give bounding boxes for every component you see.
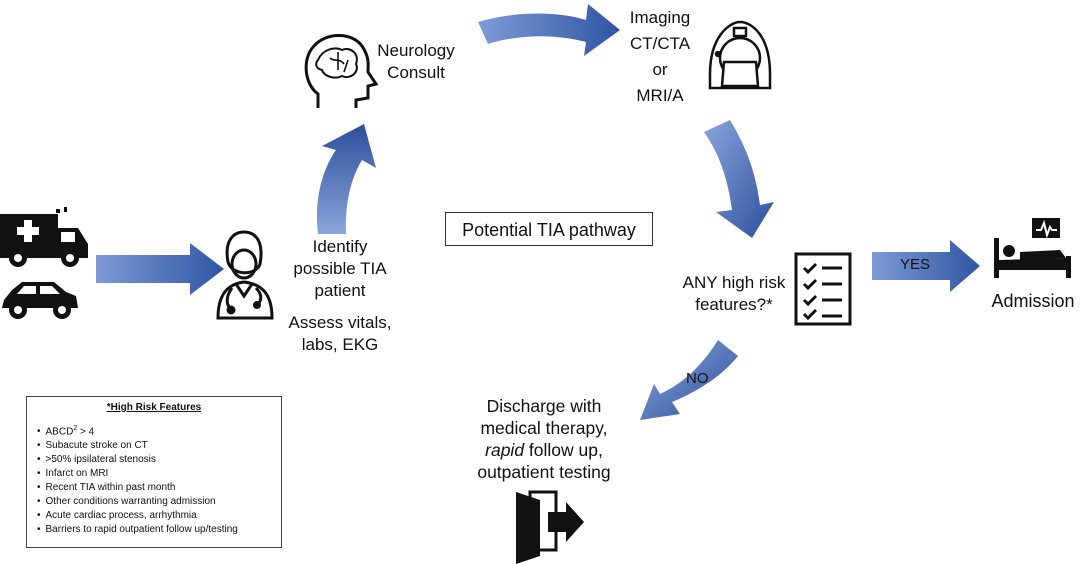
high-risk-item: Subacute stroke on CT xyxy=(46,439,273,453)
risk-question-line: ANY high risk xyxy=(682,273,786,292)
abcd-superscript: 2 xyxy=(73,425,78,432)
identify-label: Identify possible TIA patient xyxy=(282,236,398,302)
assess-line: labs, EKG xyxy=(301,335,379,354)
high-risk-item: Recent TIA within past month xyxy=(46,481,273,495)
discharge-line: Discharge with xyxy=(486,396,602,416)
arrow-neurology-to-imaging xyxy=(478,4,620,56)
arrow-identify-to-neurology xyxy=(316,124,376,234)
high-risk-item: Other conditions warranting admission xyxy=(46,495,273,509)
high-risk-features-box: *High Risk Features ABCD2 > 4 Subacute s… xyxy=(26,396,282,548)
identify-line: Identify xyxy=(312,237,368,256)
discharge-label: Discharge with medical therapy, rapid fo… xyxy=(452,395,636,483)
risk-question-label: ANY high risk features?* xyxy=(674,272,794,316)
car-icon xyxy=(2,282,78,319)
discharge-emphasis: rapid xyxy=(485,440,525,460)
arrow-imaging-to-risk xyxy=(704,120,774,238)
checklist-icon xyxy=(794,252,852,326)
high-risk-item: Acute cardiac process, arrhythmia xyxy=(46,509,273,523)
assess-label: Assess vitals, labs, EKG xyxy=(280,312,400,356)
hospital-bed-icon xyxy=(994,218,1071,278)
admission-label: Admission xyxy=(991,291,1075,311)
risk-question-line: features?* xyxy=(695,295,773,314)
pathway-title: Potential TIA pathway xyxy=(445,212,653,246)
abcd-prefix: ABCD xyxy=(45,426,74,438)
high-risk-title: *High Risk Features xyxy=(106,402,202,413)
neurology-line: Neurology xyxy=(377,41,455,60)
high-risk-item: Barriers to rapid outpatient follow up/t… xyxy=(46,523,273,537)
brain-head-icon xyxy=(304,34,379,108)
high-risk-item: >50% ipsilateral stenosis xyxy=(46,453,273,467)
imaging-label: Imaging CT/CTA or MRI/A xyxy=(616,5,704,109)
identify-line: possible TIA xyxy=(293,259,387,278)
neurology-line: Consult xyxy=(387,63,445,82)
abcd-threshold: > 4 xyxy=(77,426,95,438)
exit-door-icon xyxy=(516,490,584,564)
yes-label: YES xyxy=(900,256,931,273)
arrow-yes-to-admission xyxy=(872,240,980,292)
discharge-line-rest: follow up, xyxy=(524,440,603,460)
identify-line: patient xyxy=(314,281,366,300)
doctor-icon xyxy=(216,230,274,320)
arrow-arrival-to-assess xyxy=(96,243,224,295)
imaging-line: Imaging xyxy=(629,8,691,27)
neurology-label: Neurology Consult xyxy=(366,40,466,84)
no-label: NO xyxy=(686,370,709,387)
ct-scanner-icon xyxy=(708,20,772,90)
imaging-line: MRI/A xyxy=(636,86,684,105)
discharge-line: medical therapy, xyxy=(480,418,608,438)
high-risk-item: Infarct on MRI xyxy=(46,467,273,481)
ambulance-icon xyxy=(0,207,88,267)
imaging-line: or xyxy=(652,60,668,79)
high-risk-list: ABCD2 > 4 Subacute stroke on CT >50% ips… xyxy=(35,422,273,537)
arrow-no-to-discharge xyxy=(640,340,738,420)
imaging-line: CT/CTA xyxy=(629,34,691,53)
high-risk-item: ABCD2 > 4 xyxy=(45,422,273,439)
discharge-line: outpatient testing xyxy=(477,462,611,482)
discharge-line: rapid follow up, xyxy=(452,439,636,461)
assess-line: Assess vitals, xyxy=(288,313,392,332)
